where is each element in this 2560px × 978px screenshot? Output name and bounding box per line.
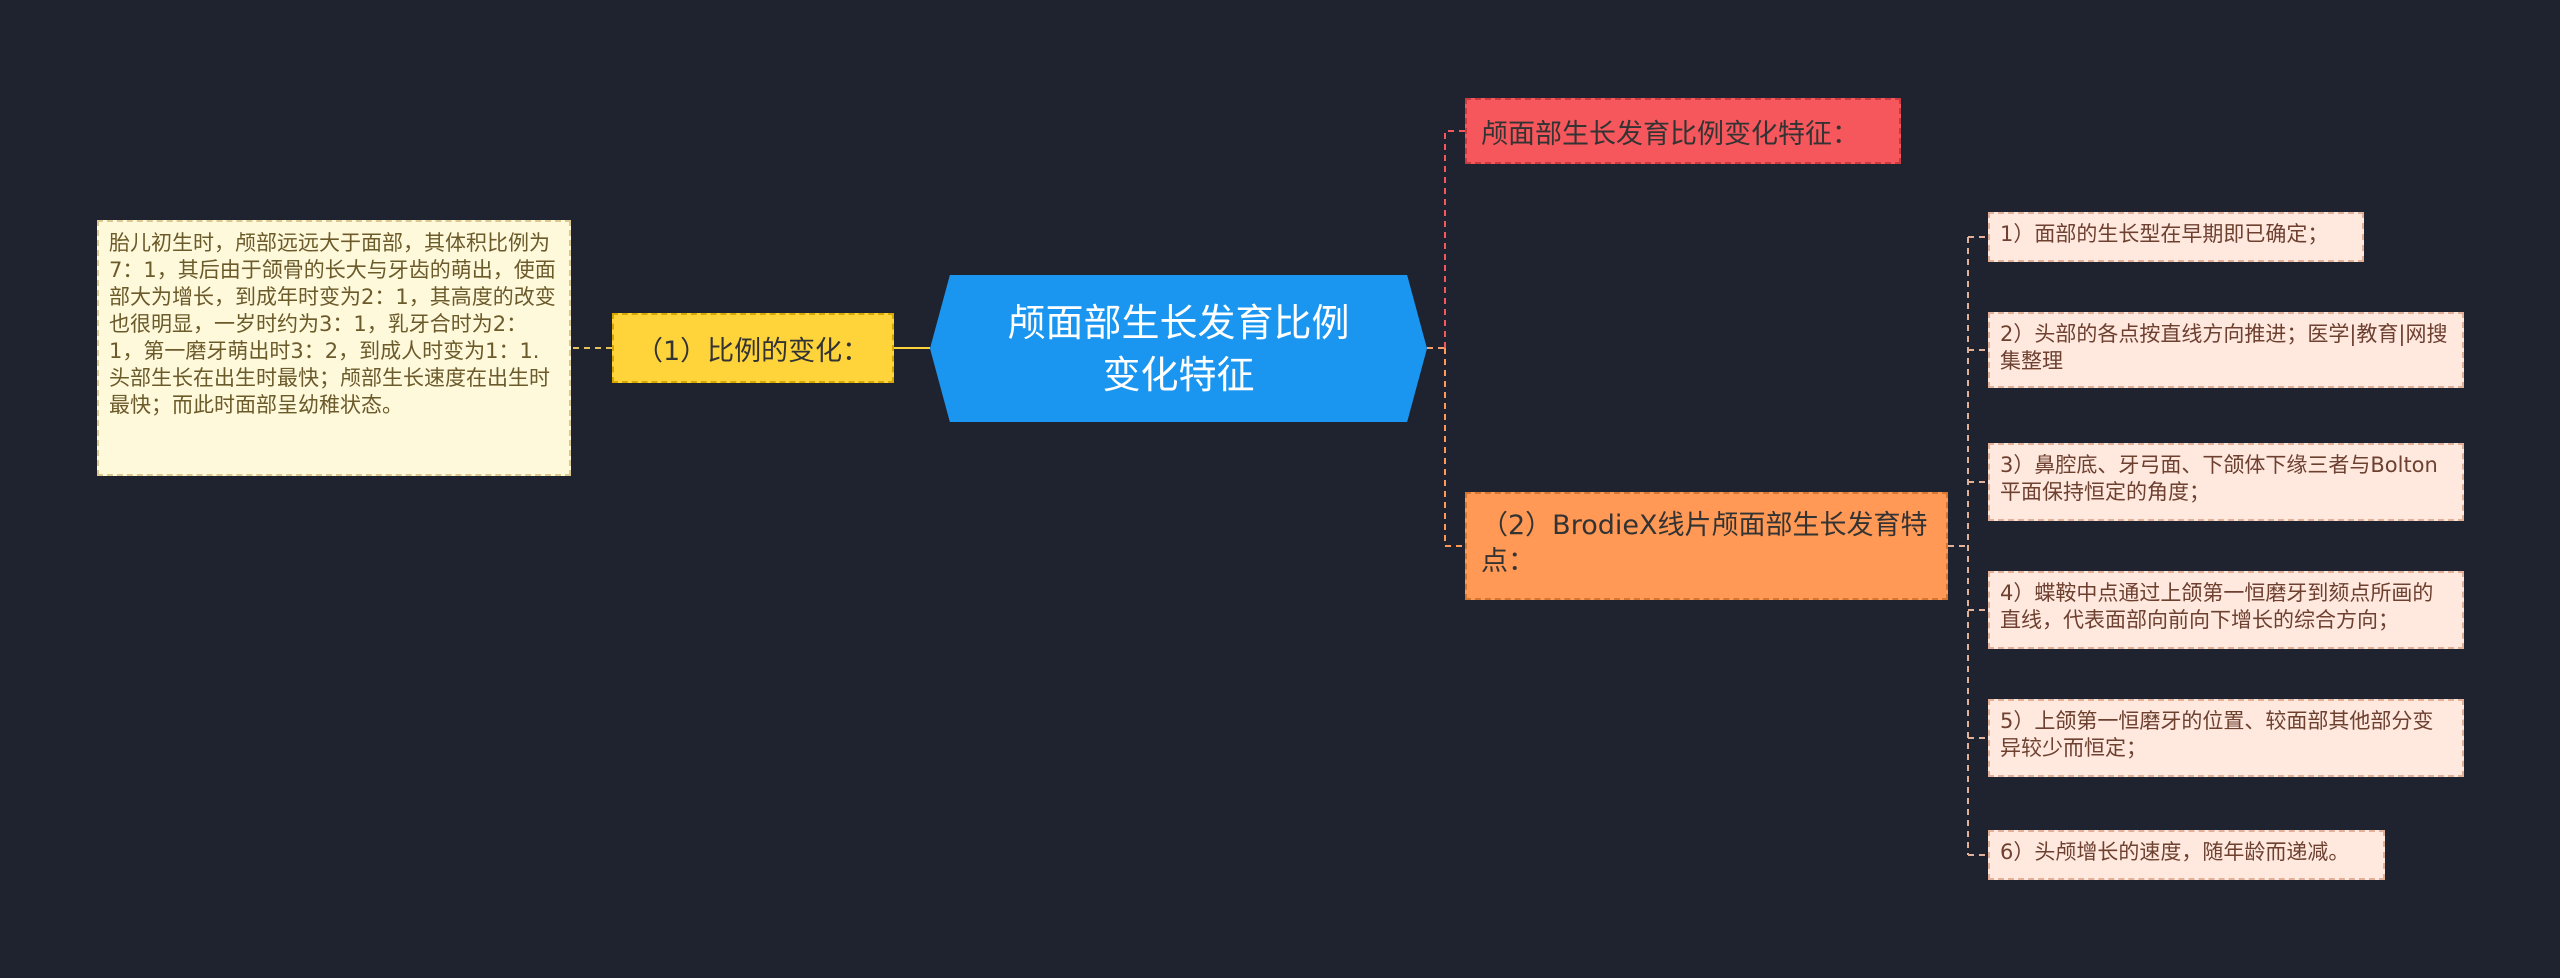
- left-detail-text: 胎儿初生时，颅部远远大于面部，其体积比例为7：1，其后由于颌骨的长大与牙齿的萌出…: [109, 231, 556, 417]
- leaf-text: 1）面部的生长型在早期即已确定；: [2000, 222, 2329, 246]
- leaf-node-4[interactable]: 4）蝶鞍中点通过上颌第一恒磨牙到颏点所画的直线，代表面部向前向下增长的综合方向；: [1988, 571, 2464, 649]
- orange-branch-label: （2）BrodieX线片颅面部生长发育特点：: [1481, 510, 1928, 577]
- leaf-text: 5）上颌第一恒磨牙的位置、较面部其他部分变异较少而恒定；: [2000, 709, 2434, 760]
- leaf-node-6[interactable]: 6）头颅增长的速度，随年龄而递减。: [1988, 830, 2385, 880]
- leaf-node-2[interactable]: 2）头部的各点按直线方向推进；医学|教育|网搜集整理: [1988, 312, 2464, 388]
- leaf-text: 4）蝶鞍中点通过上颌第一恒磨牙到颏点所画的直线，代表面部向前向下增长的综合方向；: [2000, 581, 2434, 632]
- leaf-text: 6）头颅增长的速度，随年龄而递减。: [2000, 840, 2350, 864]
- leaf-node-5[interactable]: 5）上颌第一恒磨牙的位置、较面部其他部分变异较少而恒定；: [1988, 699, 2464, 777]
- leaf-text: 2）头部的各点按直线方向推进；医学|教育|网搜集整理: [2000, 322, 2448, 373]
- left-branch-node[interactable]: （1）比例的变化：: [612, 313, 894, 383]
- left-detail-node[interactable]: 胎儿初生时，颅部远远大于面部，其体积比例为7：1，其后由于颌骨的长大与牙齿的萌出…: [97, 220, 571, 476]
- center-node[interactable]: 颅面部生长发育比例变化特征: [930, 275, 1427, 422]
- red-branch-node[interactable]: 颅面部生长发育比例变化特征：: [1465, 98, 1901, 164]
- connector-to-red: [1444, 130, 1465, 348]
- red-branch-label: 颅面部生长发育比例变化特征：: [1481, 118, 1859, 150]
- orange-branch-node[interactable]: （2）BrodieX线片颅面部生长发育特点：: [1465, 492, 1948, 600]
- left-branch-label: （1）比例的变化：: [636, 335, 870, 367]
- leaf-node-3[interactable]: 3）鼻腔底、牙弓面、下颌体下缘三者与Bolton平面保持恒定的角度；: [1988, 443, 2464, 521]
- center-node-label: 颅面部生长发育比例变化特征: [1007, 300, 1350, 397]
- leaf-text: 3）鼻腔底、牙弓面、下颌体下缘三者与Bolton平面保持恒定的角度；: [2000, 453, 2438, 504]
- connector-to-orange: [1444, 348, 1465, 547]
- leaf-node-1[interactable]: 1）面部的生长型在早期即已确定；: [1988, 212, 2364, 262]
